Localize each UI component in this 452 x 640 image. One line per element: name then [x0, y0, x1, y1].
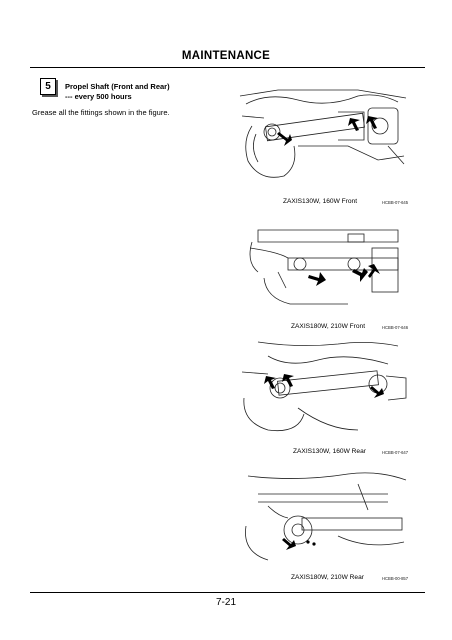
propel-shaft-illustration-icon	[249, 229, 399, 305]
page-number: 7-21	[215, 597, 236, 608]
section-title-line2: --- every 500 hours	[65, 92, 132, 101]
propel-shaft-illustration-icon	[239, 89, 407, 178]
footer-rule	[30, 592, 425, 593]
figure-code: HCBB-07-646	[382, 325, 409, 330]
page-title: MAINTENANCE	[181, 50, 271, 62]
figure-code: HCBB-00-857	[382, 576, 409, 581]
propel-shaft-illustration-icon	[245, 472, 407, 561]
section-title: Propel Shaft (Front and Rear) --- every …	[65, 82, 170, 102]
header-rule	[30, 67, 425, 68]
propel-shaft-illustration-icon	[241, 341, 407, 432]
figure-caption: ZAXIS130W, 160W Front	[283, 198, 358, 205]
figure-front-180w	[238, 218, 410, 314]
step-number-badge: 5	[40, 78, 56, 95]
figure-rear-130w	[238, 338, 410, 434]
figure-caption: ZAXIS180W, 210W Rear	[291, 574, 364, 581]
figure-code: HCBB-07-647	[382, 450, 409, 455]
figure-rear-180w	[238, 466, 410, 562]
section-title-line1: Propel Shaft (Front and Rear)	[65, 82, 170, 91]
figure-caption: ZAXIS180W, 210W Front	[291, 323, 366, 330]
figure-caption: ZAXIS130W, 160W Rear	[293, 448, 366, 455]
figure-code: HCBB-07-645	[382, 200, 409, 205]
figure-front-130w	[238, 86, 410, 182]
instruction-text: Grease all the fittings shown in the fig…	[32, 108, 170, 117]
